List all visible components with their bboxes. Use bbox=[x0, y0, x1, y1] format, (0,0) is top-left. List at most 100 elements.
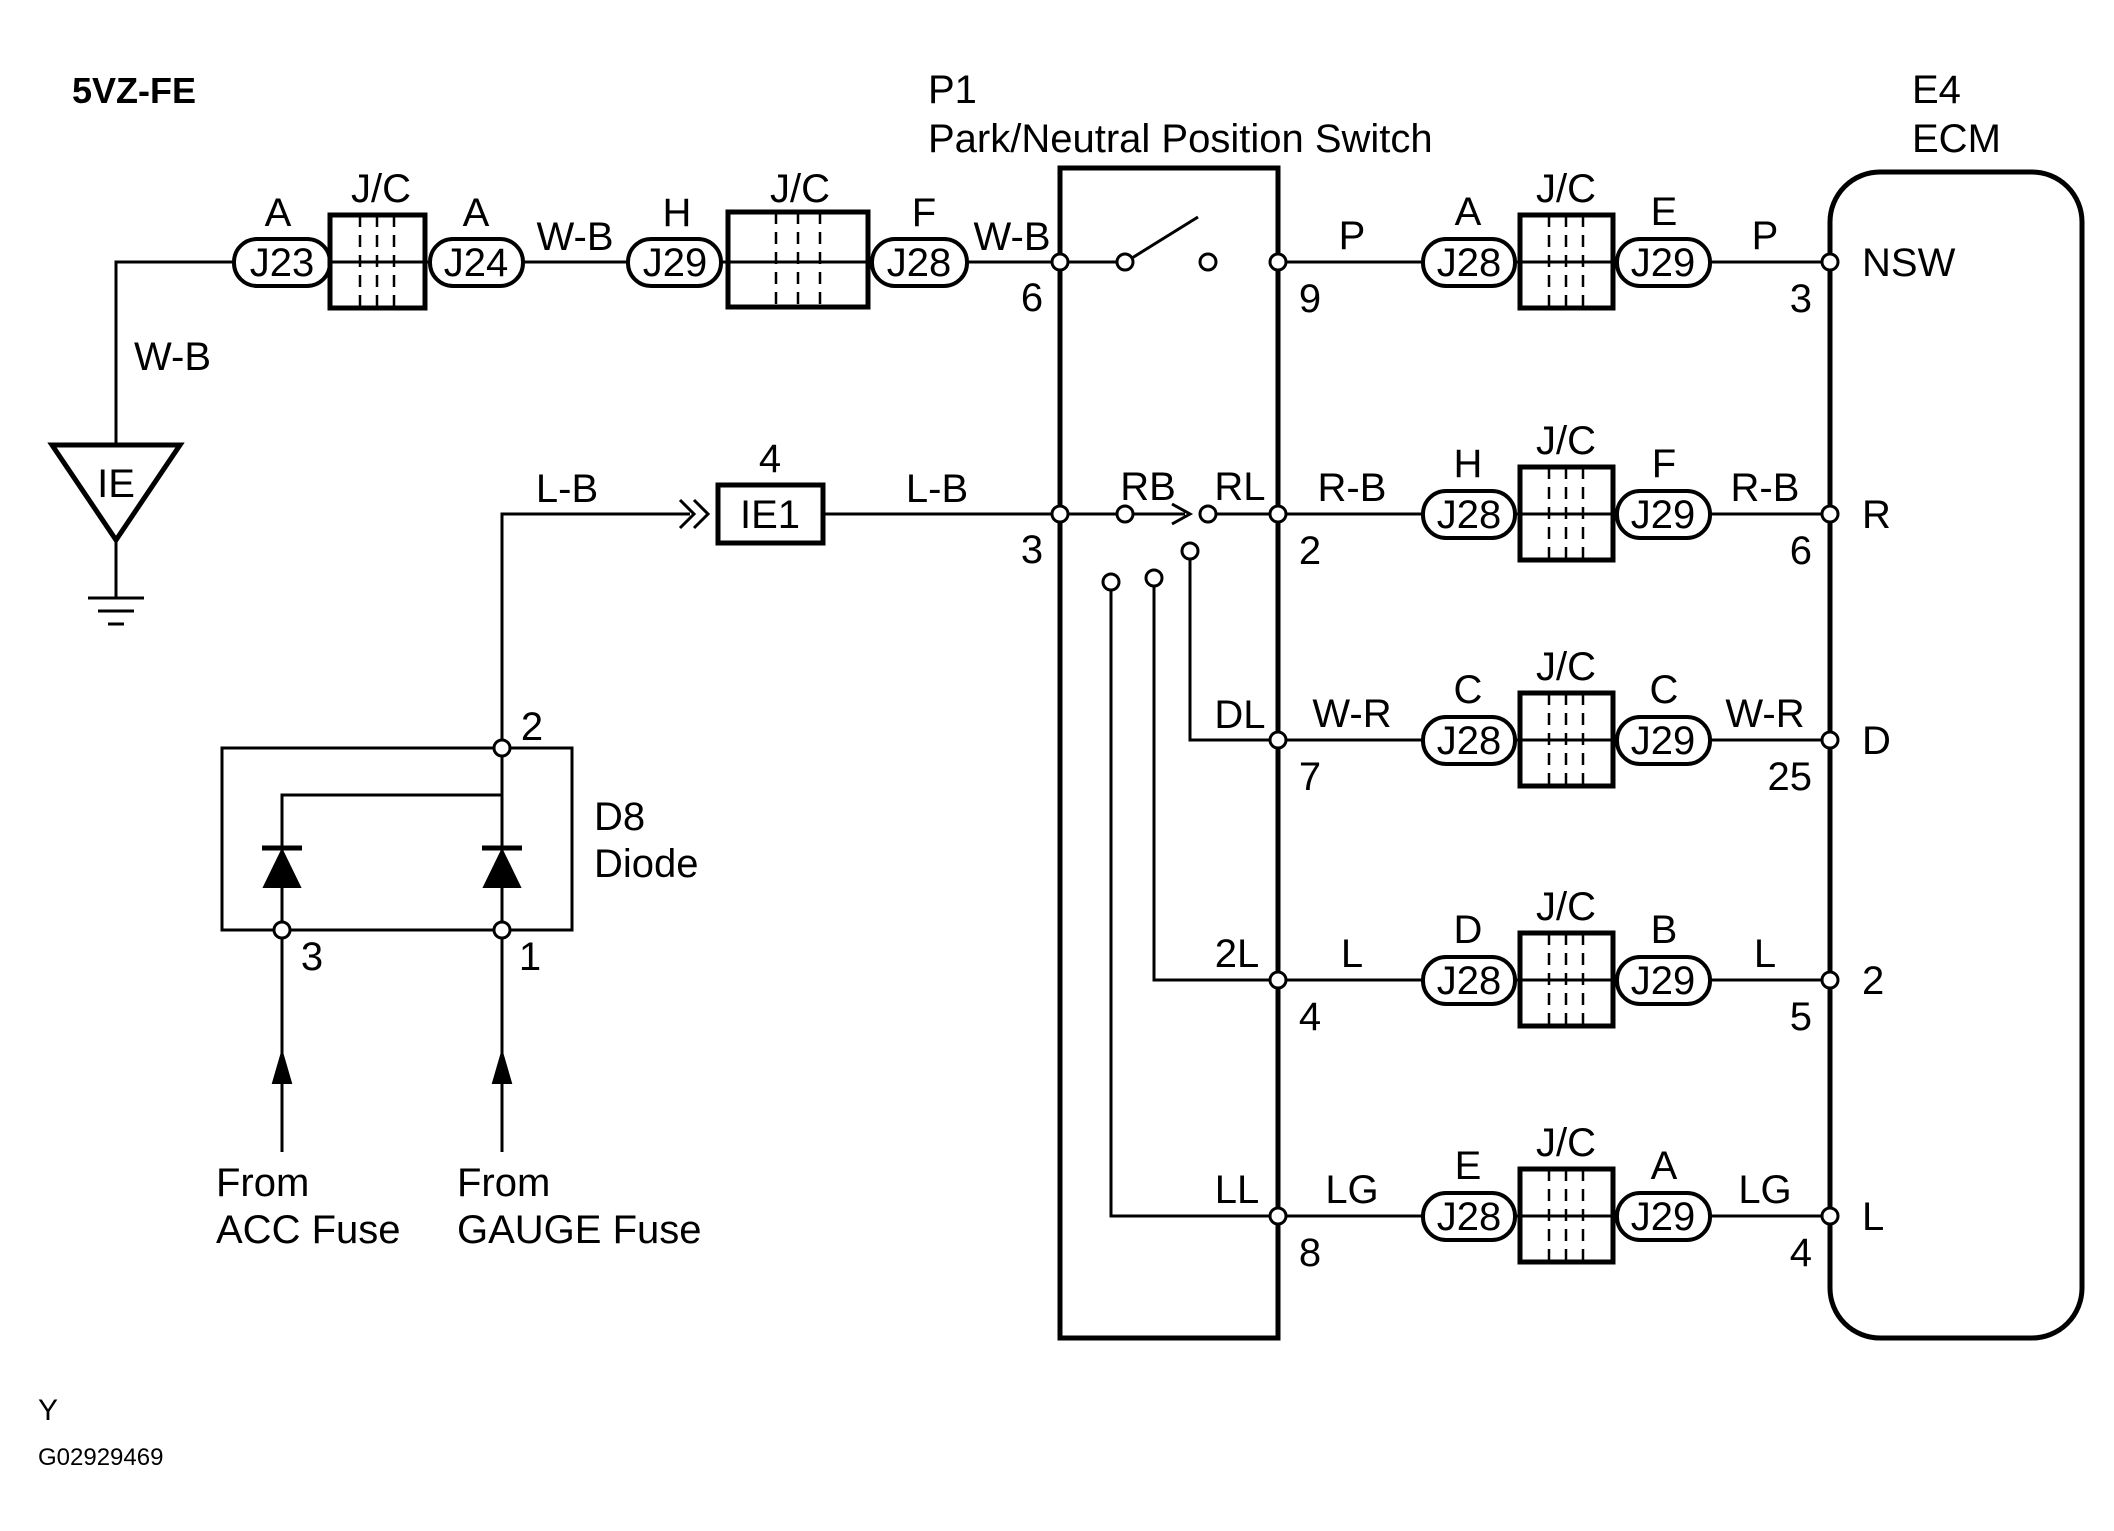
switch-name: Park/Neutral Position Switch bbox=[928, 117, 1433, 161]
junction-connector-1-label: J/C bbox=[351, 167, 411, 211]
ecm-terminal-pin bbox=[1820, 1206, 1840, 1226]
connector-j24-letter: A bbox=[463, 191, 490, 235]
gauge-feed-line1: From bbox=[457, 1161, 550, 1205]
connector-j29-letter: F bbox=[1652, 442, 1676, 486]
junction-connector-2-label: J/C bbox=[770, 167, 830, 211]
connector-j28 bbox=[1421, 237, 1517, 288]
connector-j29-letter: E bbox=[1651, 190, 1678, 234]
switch-selector bbox=[1050, 502, 1218, 592]
diode-d8 bbox=[220, 738, 574, 940]
ecm-terminal-pin bbox=[1820, 730, 1840, 750]
ie1-wire-color-right: L-B bbox=[906, 467, 968, 511]
connector-j28-letter: E bbox=[1455, 1144, 1482, 1188]
switch-terminal-pin bbox=[1268, 504, 1288, 524]
connector-j23-name: J23 bbox=[250, 241, 315, 285]
connector-j28-letter: C bbox=[1454, 668, 1483, 712]
ecm-terminal-pin bbox=[1820, 504, 1840, 524]
output-rows: 9PAJ28J/CEJ29P3NSW2R-BHJ28J/CFJ29R-B6R7W… bbox=[1268, 167, 1956, 1275]
connector-j29-top-name: J29 bbox=[643, 241, 708, 285]
connector-j28-top-letter: F bbox=[912, 191, 936, 235]
wire-color-left: R-B bbox=[1318, 466, 1387, 510]
junction-connector-label: J/C bbox=[1536, 419, 1596, 463]
connector-j29-name: J29 bbox=[1631, 493, 1696, 537]
switch-body bbox=[1057, 165, 1281, 1341]
ecm-name: ECM bbox=[1912, 117, 2001, 161]
connector-j24-name: J24 bbox=[444, 241, 509, 285]
connector-ie1-label: IE1 bbox=[740, 493, 800, 537]
top-wire-color-1: W-B bbox=[536, 215, 613, 259]
wire-color-left: L bbox=[1341, 932, 1363, 976]
ecm-pin-number: 3 bbox=[1790, 277, 1812, 321]
diode-pin-2: 2 bbox=[521, 705, 543, 749]
switch-term-dl: DL bbox=[1214, 693, 1265, 737]
switch-terminal-pin bbox=[1268, 730, 1288, 750]
ground-label: IE bbox=[97, 462, 135, 506]
ie1-wire-color-left: L-B bbox=[536, 467, 598, 511]
ecm-terminal-label: 2 bbox=[1862, 959, 1884, 1003]
switch-terminal-pin bbox=[1268, 1206, 1288, 1226]
connector-j28-top bbox=[870, 237, 969, 288]
wire-color-right: W-R bbox=[1725, 692, 1804, 736]
connector-ie1 bbox=[715, 482, 826, 546]
switch-output-pin: 9 bbox=[1299, 277, 1321, 321]
ecm-pin-number: 25 bbox=[1768, 755, 1813, 799]
diode-pin-3: 3 bbox=[301, 935, 323, 979]
connector-j28-letter: D bbox=[1454, 908, 1483, 952]
connector-j29-name: J29 bbox=[1631, 241, 1696, 285]
connector-j29-letter: C bbox=[1650, 668, 1679, 712]
junction-connector-1 bbox=[327, 212, 428, 311]
connector-j28-top-name: J28 bbox=[887, 241, 952, 285]
connector-j24 bbox=[428, 237, 525, 288]
switch-term-ll: LL bbox=[1215, 1168, 1260, 1212]
engine-label: 5VZ-FE bbox=[72, 70, 196, 111]
wire-color-left: P bbox=[1339, 214, 1366, 258]
connector-j28-name: J28 bbox=[1437, 493, 1502, 537]
connector-j29 bbox=[1615, 715, 1712, 766]
ecm-terminal-label: D bbox=[1862, 719, 1891, 763]
switch-output-pin: 7 bbox=[1299, 755, 1321, 799]
connector-ie1-pin: 4 bbox=[759, 437, 781, 481]
gauge-feed-line2: GAUGE Fuse bbox=[457, 1208, 702, 1252]
connector-j28-name: J28 bbox=[1437, 1195, 1502, 1239]
junction-connector-label: J/C bbox=[1536, 885, 1596, 929]
switch-term-rb: RB bbox=[1120, 465, 1176, 509]
ecm-pin-number: 4 bbox=[1790, 1231, 1812, 1275]
ground-symbol bbox=[47, 260, 234, 626]
junction-connector-label: J/C bbox=[1536, 1121, 1596, 1165]
ecm-id: E4 bbox=[1912, 68, 1961, 112]
switch-id: P1 bbox=[928, 68, 977, 112]
ecm-pin-number: 6 bbox=[1790, 529, 1812, 573]
connector-j28-name: J28 bbox=[1437, 241, 1502, 285]
footer-code: Y bbox=[38, 1394, 58, 1427]
connector-j29-name: J29 bbox=[1631, 1195, 1696, 1239]
fuse-feed-wires bbox=[271, 938, 513, 1152]
connector-j29 bbox=[1615, 489, 1712, 540]
ecm-terminal-pin bbox=[1820, 970, 1840, 990]
connector-j29 bbox=[1615, 955, 1712, 1006]
ecm-terminal-pin bbox=[1820, 252, 1840, 272]
connector-j29-top-letter: H bbox=[663, 191, 692, 235]
switch-term-rl: RL bbox=[1214, 465, 1265, 509]
switch-terminal-pin bbox=[1268, 970, 1288, 990]
switch-pin-6: 6 bbox=[1021, 276, 1043, 320]
figure-id: G02929469 bbox=[38, 1444, 163, 1471]
wire-color-right: R-B bbox=[1731, 466, 1800, 510]
switch-contact-p bbox=[1050, 215, 1288, 272]
acc-feed-line1: From bbox=[216, 1161, 309, 1205]
switch-output-pin: 8 bbox=[1299, 1231, 1321, 1275]
ecm-terminal-label: NSW bbox=[1862, 241, 1956, 285]
ground-wire-color: W-B bbox=[134, 335, 211, 379]
switch-output-pin: 2 bbox=[1299, 529, 1321, 573]
diode-name: Diode bbox=[594, 842, 699, 886]
wire-color-right: L bbox=[1754, 932, 1776, 976]
connector-j29-top bbox=[626, 237, 723, 288]
connector-j28 bbox=[1421, 955, 1517, 1006]
switch-output-pin: 4 bbox=[1299, 995, 1321, 1039]
connector-j28-name: J28 bbox=[1437, 719, 1502, 763]
ie1-feed-wire bbox=[500, 498, 1052, 748]
